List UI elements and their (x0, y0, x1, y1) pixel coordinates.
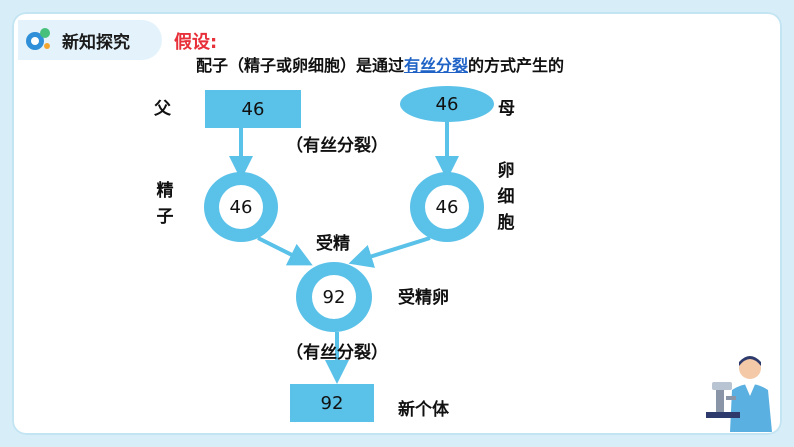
division-note-top: （有丝分裂） (286, 136, 388, 156)
zygote-value: 92 (312, 275, 356, 319)
egg-label-char: 细 (497, 187, 515, 207)
mother-label: 母 (498, 99, 515, 119)
slide-frame (12, 12, 782, 435)
zygote-ring: 92 (296, 262, 372, 332)
arrow-sperm-to-zygote (257, 236, 313, 266)
scientist-microscope-icon (706, 356, 772, 432)
sperm-ring: 46 (204, 172, 278, 242)
mother-oval: 46 (400, 86, 494, 122)
egg-value: 46 (425, 185, 469, 229)
hypothesis-highlight: 有丝分裂 (404, 56, 469, 75)
egg-ring: 46 (410, 172, 484, 242)
egg-label-char: 胞 (497, 213, 515, 233)
sperm-label: 精 子 (155, 178, 175, 230)
egg-label: 卵 细 胞 (496, 158, 516, 236)
division-note-bottom: （有丝分裂） (286, 343, 388, 363)
sperm-label-char: 子 (156, 207, 174, 227)
father-label: 父 (154, 99, 171, 119)
fertilization-label: 受精 (316, 234, 350, 254)
father-box: 46 (205, 90, 301, 128)
hypothesis-text: 配子（精子或卵细胞）是通过有丝分裂的方式产生的 (196, 52, 564, 76)
zygote-label: 受精卵 (398, 288, 449, 308)
sperm-label-char: 精 (156, 181, 174, 201)
hypothesis-text-before: 配子（精子或卵细胞）是通过 (196, 56, 405, 75)
molecule-logo-icon (26, 28, 50, 50)
sperm-value: 46 (219, 185, 263, 229)
hypothesis-text-after: 的方式产生的 (468, 56, 565, 75)
offspring-label: 新个体 (398, 400, 449, 420)
offspring-box: 92 (290, 384, 374, 422)
egg-label-char: 卵 (497, 161, 515, 181)
section-title: 新知探究 (62, 33, 130, 53)
arrow-egg-to-zygote (348, 236, 431, 268)
hypothesis-label: 假设: (174, 32, 218, 53)
